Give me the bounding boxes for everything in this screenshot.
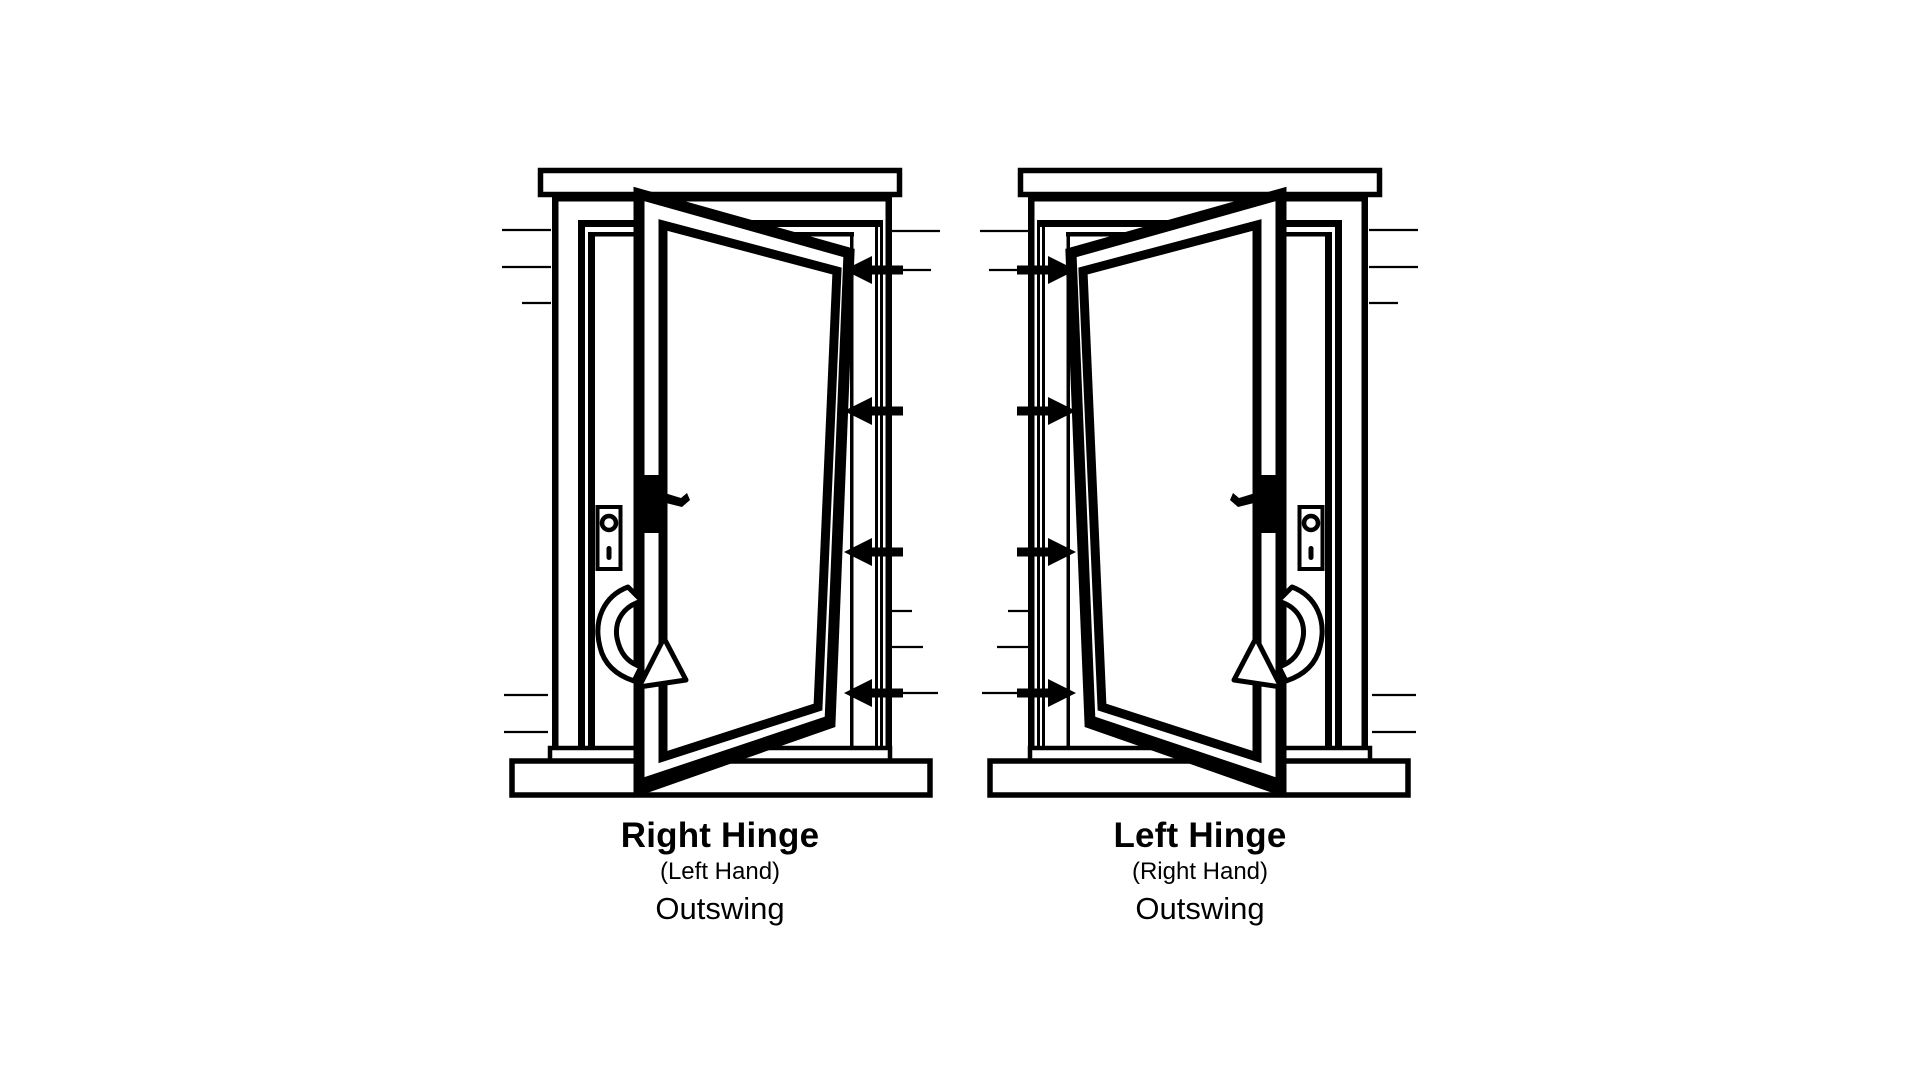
diagram-swing-label: Outswing: [655, 891, 785, 926]
door-illustration-mirrored: [980, 150, 1420, 818]
diagram-right-hinge-outswing: [500, 150, 940, 818]
diagram-swing-label: Outswing: [1135, 891, 1265, 926]
diagram-hand-label: (Right Hand): [1131, 858, 1269, 885]
diagram-title: Left Hinge: [1113, 816, 1287, 855]
diagram-left-hinge-outswing: [980, 150, 1420, 818]
caption-left-hinge: Left Hinge (Right Hand) Outswing: [980, 816, 1420, 930]
diagram-title: Right Hinge: [620, 816, 820, 855]
door-illustration: [500, 150, 940, 818]
diagram-hand-label: (Left Hand): [659, 858, 781, 885]
caption-right-hinge: Right Hinge (Left Hand) Outswing: [500, 816, 940, 930]
